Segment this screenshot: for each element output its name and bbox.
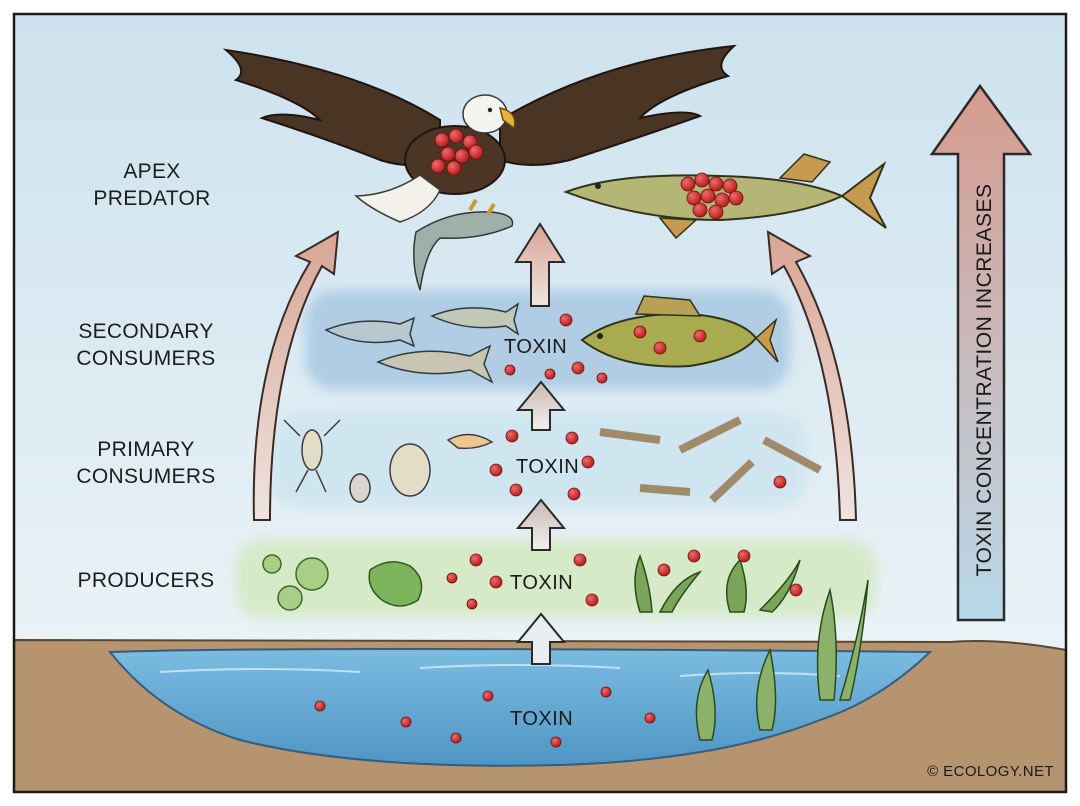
toxin-dots [314, 128, 803, 748]
zooplankton-group [283, 416, 822, 503]
level-label-line: CONSUMERS [76, 465, 216, 488]
eagle-illustration [222, 44, 737, 291]
left-curved-arrow [252, 230, 340, 521]
level-label-line: APEX [123, 160, 181, 183]
concentration-label: TOXIN CONCENTRATION INCREASES [973, 183, 996, 577]
toxin-label-primary: TOXIN [516, 456, 580, 478]
toxin-label-secondary: TOXIN [504, 336, 568, 358]
credit-text: © ECOLOGY.NET [927, 763, 1054, 780]
center-arrow-3 [515, 498, 567, 551]
level-label-secondary: SECONDARY CONSUMERS [56, 318, 236, 372]
toxin-label-water: TOXIN [510, 708, 574, 730]
level-label-line: CONSUMERS [76, 347, 216, 370]
level-label-line: PRIMARY [97, 438, 195, 461]
perch-illustration [580, 295, 779, 368]
toxin-label-producers: TOXIN [510, 572, 574, 594]
level-label-primary: PRIMARY CONSUMERS [56, 436, 236, 490]
center-arrow-top [514, 222, 566, 307]
algae-group [262, 554, 423, 611]
level-label-line: PRODUCERS [77, 569, 215, 592]
concentration-arrow [929, 83, 1033, 622]
level-label-apex: APEX PREDATOR [62, 158, 242, 212]
level-label-line: PREDATOR [93, 187, 211, 210]
center-arrow-2 [515, 380, 567, 431]
pond-water [107, 648, 933, 767]
frame-border [12, 12, 1068, 794]
small-fish-group [324, 302, 520, 384]
level-label-producers: PRODUCERS [56, 567, 236, 594]
aquatic-plants [634, 553, 869, 741]
right-curved-arrow [766, 230, 858, 521]
center-arrow-bottom [515, 612, 567, 665]
level-label-line: SECONDARY [78, 320, 214, 343]
